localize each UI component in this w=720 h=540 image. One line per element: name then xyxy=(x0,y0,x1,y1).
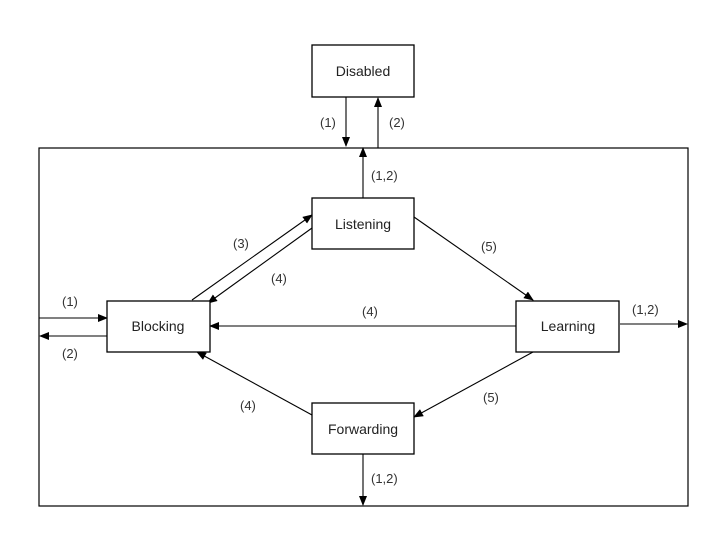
state-forwarding: Forwarding xyxy=(311,402,415,455)
edge-learning-to-forwarding xyxy=(413,351,534,418)
label-forwarding-down: (1,2) xyxy=(371,471,398,486)
label-learning-to-forwarding: (5) xyxy=(483,390,499,405)
label-forwarding-to-blocking: (4) xyxy=(240,398,256,413)
state-forwarding-label: Forwarding xyxy=(328,421,398,437)
edge-listening-to-learning xyxy=(413,216,534,301)
edge-forwarding-to-blocking xyxy=(196,351,313,416)
state-listening-label: Listening xyxy=(335,216,391,232)
label-enter-blocking: (1) xyxy=(62,294,78,309)
state-blocking: Blocking xyxy=(106,300,211,353)
label-learning-right: (1,2) xyxy=(632,302,659,317)
state-learning: Learning xyxy=(515,300,620,353)
label-listening-to-blocking: (4) xyxy=(271,271,287,286)
label-learning-to-blocking: (4) xyxy=(362,304,378,319)
state-disabled: Disabled xyxy=(311,44,415,98)
label-disabled-down: (1) xyxy=(320,115,336,130)
state-learning-label: Learning xyxy=(541,318,596,334)
label-listening-up: (1,2) xyxy=(371,168,398,183)
state-listening: Listening xyxy=(311,197,415,250)
state-disabled-label: Disabled xyxy=(336,63,390,79)
label-disabled-up: (2) xyxy=(389,115,405,130)
edge-listening-to-blocking xyxy=(207,227,313,304)
state-blocking-label: Blocking xyxy=(132,318,185,334)
label-listening-to-learning: (5) xyxy=(481,239,497,254)
label-blocking-to-listening: (3) xyxy=(233,236,249,251)
edge-blocking-to-listening xyxy=(191,214,313,301)
label-exit-blocking: (2) xyxy=(62,346,78,361)
